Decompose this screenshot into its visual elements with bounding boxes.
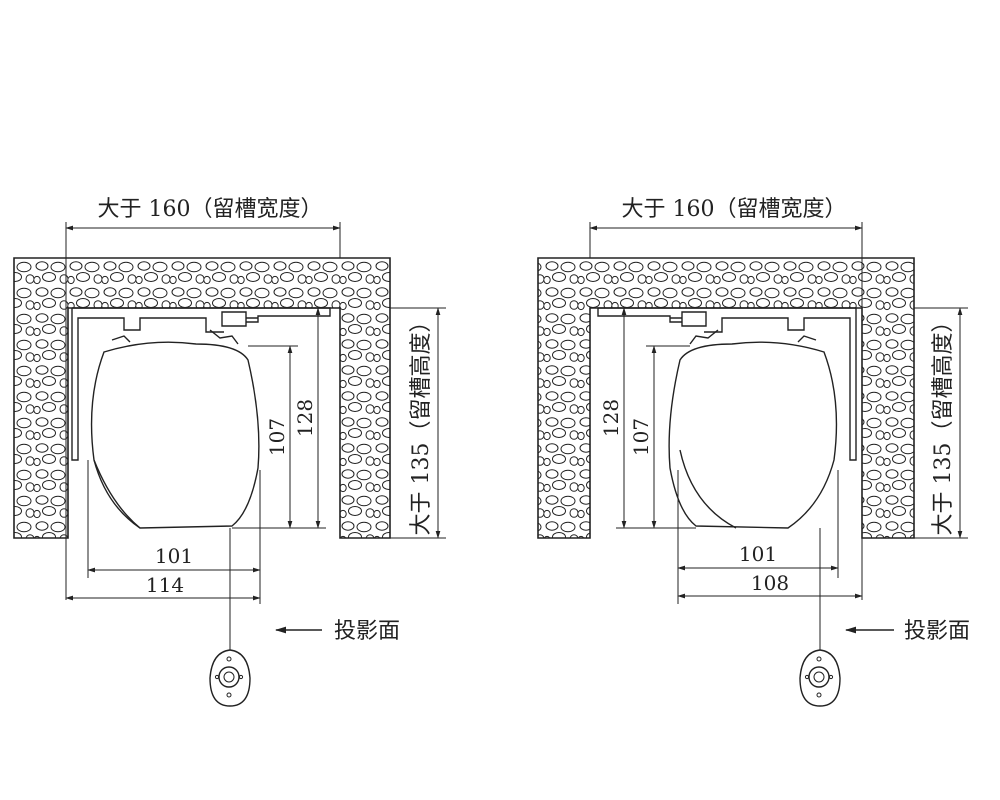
left-remote	[209, 649, 251, 707]
right-dim-101: 101	[739, 542, 777, 566]
left-projection-label: 投影面	[334, 619, 400, 644]
right-wall	[537, 257, 915, 539]
right-dim-128: 128	[599, 399, 623, 437]
left-dim-128: 128	[293, 399, 317, 437]
right-dim-bottom: 108	[751, 571, 789, 595]
left-width-label: 大于 160（留槽宽度）	[98, 197, 323, 222]
right-housing	[668, 341, 838, 529]
right-remote	[799, 649, 841, 707]
left-dim-107: 107	[265, 418, 289, 456]
left-wall	[13, 257, 391, 539]
right-width-label: 大于 160（留槽宽度）	[622, 197, 847, 222]
left-dim-101: 101	[155, 544, 193, 568]
right-dim-107: 107	[629, 418, 653, 456]
right-height-label: 大于 135（留槽高度）	[931, 311, 956, 536]
right-diagram: 大于 160（留槽宽度） 大于 135（留槽高度） 128 107 101 10…	[537, 197, 970, 707]
left-dim-bottom: 114	[146, 573, 184, 597]
left-diagram: 大于 160（留槽宽度） 大于 135（留槽高度） 128 107 101 11…	[13, 197, 446, 707]
left-headrail	[71, 307, 331, 461]
left-housing	[90, 341, 260, 529]
right-projection-label: 投影面	[904, 619, 970, 644]
right-headrail	[597, 307, 857, 461]
left-height-label: 大于 135（留槽高度）	[409, 311, 434, 536]
